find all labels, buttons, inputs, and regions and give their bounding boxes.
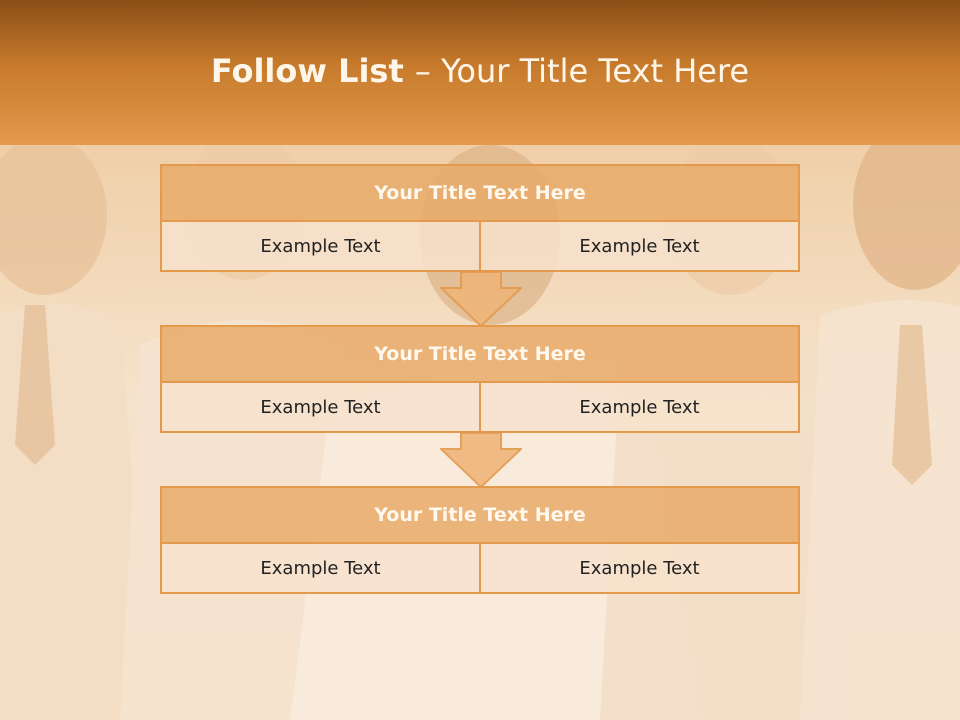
step-block-2: Your Title Text Here Example Text Exampl… — [160, 325, 800, 433]
step-cell-left: Example Text — [260, 235, 381, 257]
step-row: Example Text Example Text — [162, 544, 798, 592]
step-cell-left: Example Text — [260, 396, 381, 418]
step-cell-right: Example Text — [479, 222, 798, 270]
slide-title-rest: – Your Title Text Here — [414, 52, 750, 90]
step-cell-right: Example Text — [479, 544, 798, 592]
slide-title: Follow List – Your Title Text Here — [0, 52, 960, 90]
step-cell-left: Example Text — [260, 557, 381, 579]
step-row: Example Text Example Text — [162, 222, 798, 270]
step-heading: Your Title Text Here — [162, 166, 798, 222]
step-heading: Your Title Text Here — [162, 327, 798, 383]
step-block-1: Your Title Text Here Example Text Exampl… — [160, 164, 800, 272]
step-cell-right: Example Text — [479, 383, 798, 431]
slide-title-bold: Follow List — [210, 52, 415, 90]
step-heading: Your Title Text Here — [162, 488, 798, 544]
down-arrow-icon — [440, 432, 522, 488]
step-block-3: Your Title Text Here Example Text Exampl… — [160, 486, 800, 594]
down-arrow-icon — [440, 271, 522, 327]
step-row: Example Text Example Text — [162, 383, 798, 431]
header-band — [0, 0, 960, 145]
